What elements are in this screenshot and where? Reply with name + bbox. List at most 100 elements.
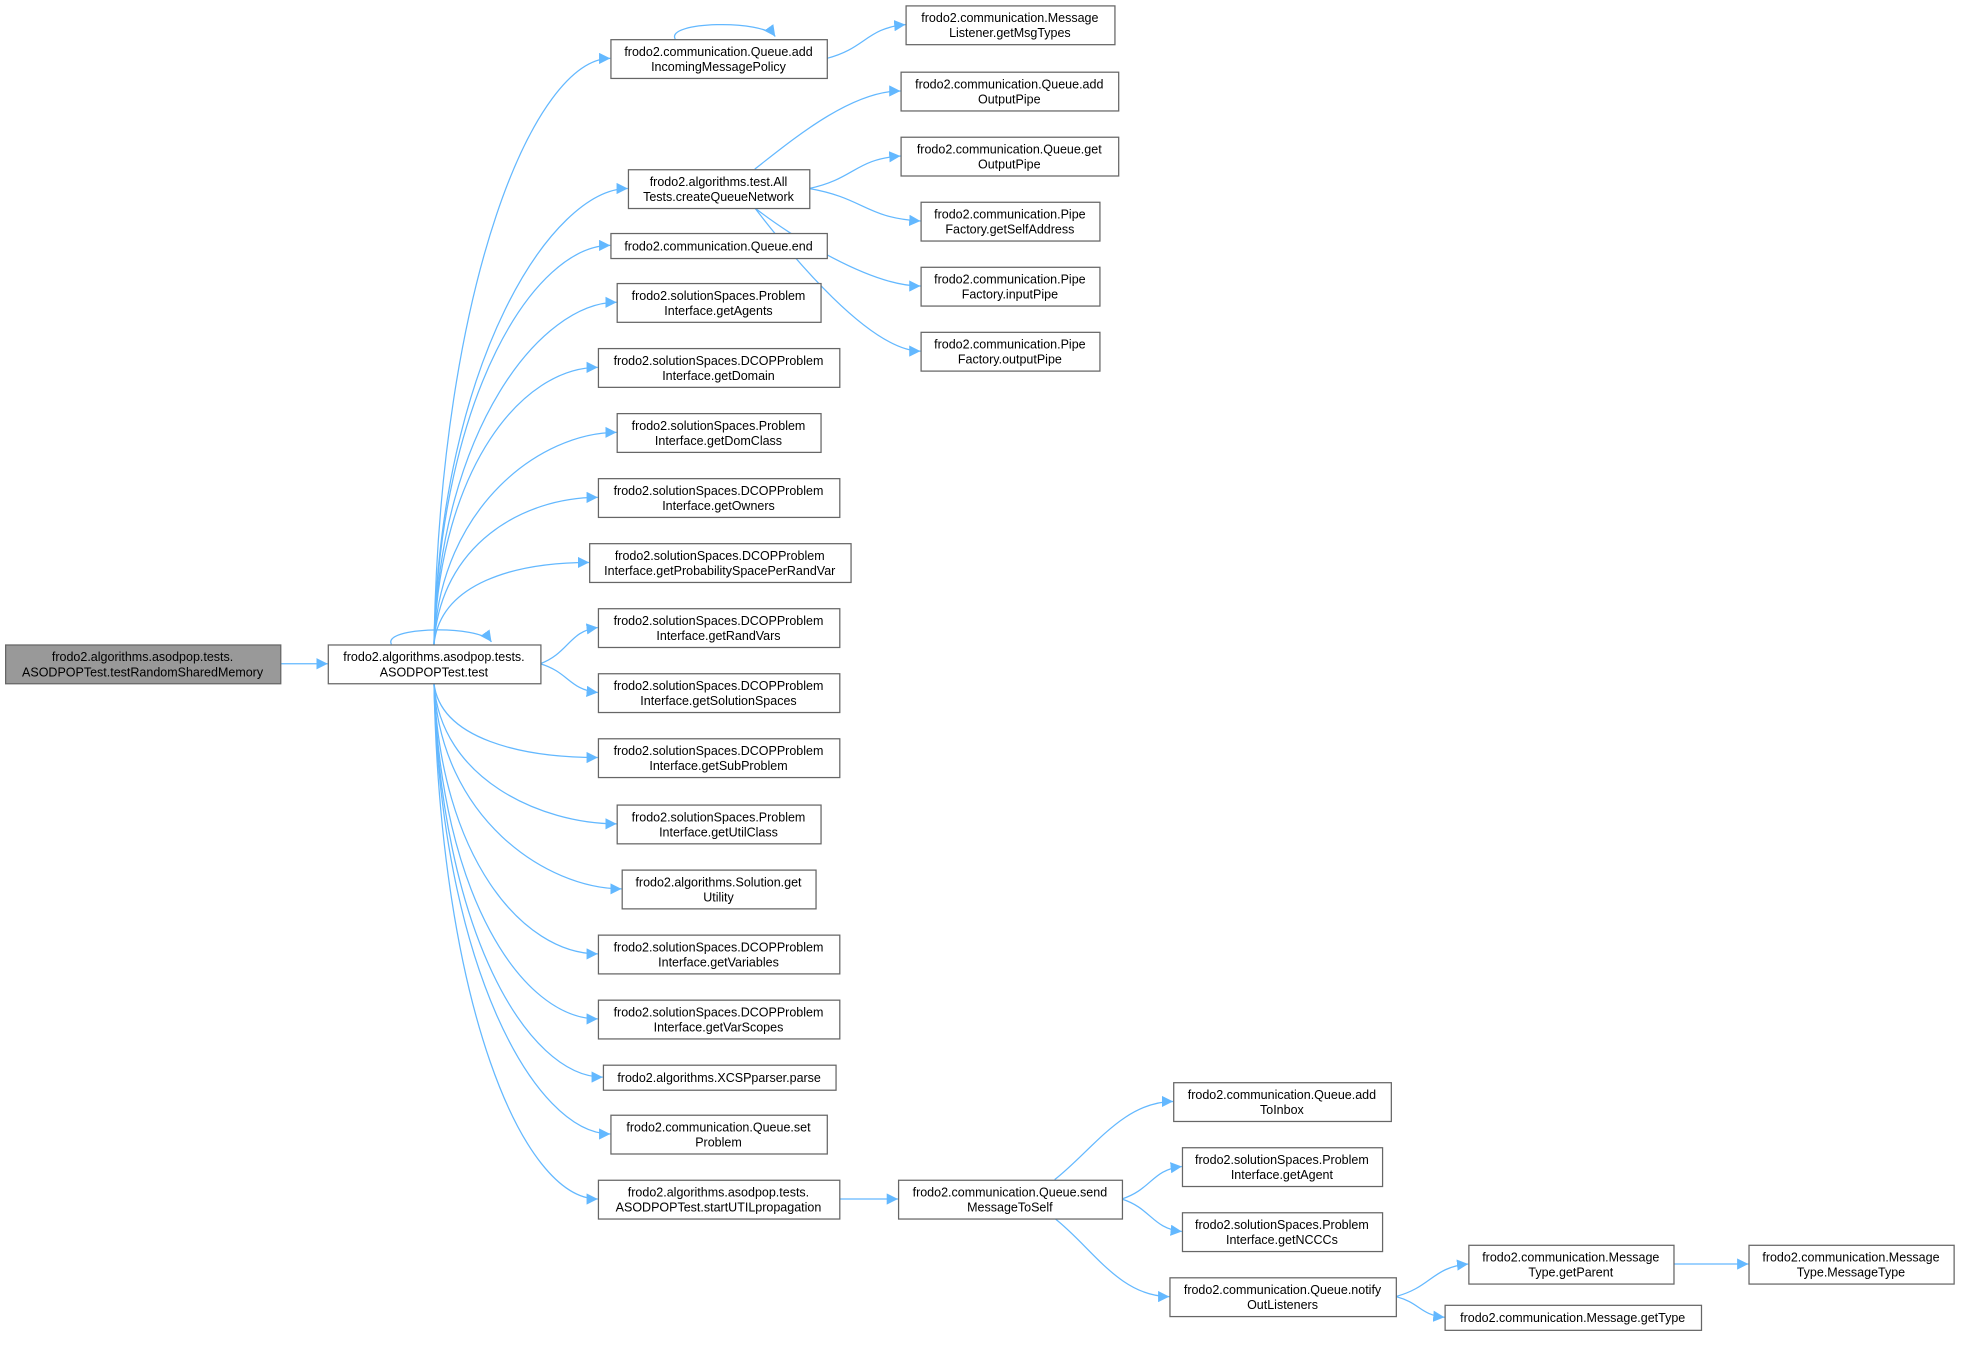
node-b5[interactable]: frodo2.communication.PipeFactory.inputPi… [920, 266, 1101, 307]
node-b7[interactable]: frodo2.communication.Queue.sendMessageTo… [897, 1179, 1124, 1220]
node-label: frodo2.communication.Queue.add [624, 45, 812, 59]
node-a7[interactable]: frodo2.solutionSpaces.DCOPProblemInterfa… [597, 478, 841, 519]
edge-a2-to-b3 [809, 151, 901, 190]
edge-n1-to-a1 [433, 52, 611, 645]
node-label: Interface.getVariables [658, 955, 779, 969]
node-a4[interactable]: frodo2.solutionSpaces.ProblemInterface.g… [616, 282, 822, 323]
node-label: Interface.getAgent [1231, 1168, 1334, 1182]
node-d1[interactable]: frodo2.communication.MessageType.getPare… [1468, 1244, 1675, 1285]
node-box [920, 266, 1101, 307]
edge-n1-to-a3 [433, 239, 611, 645]
node-label: ASODPOPTest.startUTILpropagation [616, 1201, 822, 1215]
node-label: Problem [695, 1135, 742, 1149]
node-a12[interactable]: frodo2.solutionSpaces.ProblemInterface.g… [616, 804, 822, 845]
node-label: Factory.outputPipe [958, 353, 1062, 367]
node-a9[interactable]: frodo2.solutionSpaces.DCOPProblemInterfa… [597, 608, 841, 649]
node-label: Type.MessageType [1797, 1266, 1905, 1280]
edge-n1-to-a17 [433, 683, 611, 1140]
node-label: Interface.getSubProblem [649, 759, 787, 773]
node-label: Interface.getVarScopes [654, 1020, 784, 1034]
node-a6[interactable]: frodo2.solutionSpaces.ProblemInterface.g… [616, 412, 822, 454]
node-a18[interactable]: frodo2.algorithms.asodpop.tests.ASODPOPT… [597, 1179, 841, 1220]
node-box [597, 347, 841, 388]
node-label: frodo2.solutionSpaces.DCOPProblem [614, 744, 824, 758]
node-n0[interactable]: frodo2.algorithms.asodpop.tests.ASODPOPT… [5, 644, 282, 685]
edge-c4-to-d1 [1395, 1259, 1469, 1298]
node-box [610, 232, 828, 260]
node-label: frodo2.solutionSpaces.Problem [632, 289, 806, 303]
node-label: frodo2.algorithms.Solution.get [635, 875, 802, 889]
edge-n1-to-a8 [433, 556, 590, 645]
node-box [1181, 1212, 1384, 1253]
node-label: ToInbox [1260, 1103, 1305, 1117]
edge-n1-to-a13 [433, 683, 622, 895]
node-label: OutputPipe [978, 157, 1041, 171]
node-box [897, 1179, 1124, 1220]
node-box [597, 738, 841, 779]
node-label: IncomingMessagePolicy [651, 60, 787, 74]
node-a16[interactable]: frodo2.algorithms.XCSPparser.parse [602, 1064, 837, 1091]
node-box [920, 201, 1101, 242]
node-box [597, 478, 841, 519]
node-label: Listener.getMsgTypes [949, 26, 1071, 40]
node-label: frodo2.communication.Queue.notify [1184, 1283, 1382, 1297]
node-label: frodo2.communication.Queue.add [1188, 1088, 1376, 1102]
node-c2[interactable]: frodo2.solutionSpaces.ProblemInterface.g… [1181, 1147, 1384, 1188]
node-a10[interactable]: frodo2.solutionSpaces.DCOPProblemInterfa… [597, 673, 841, 714]
node-label: frodo2.communication.Queue.end [624, 239, 812, 253]
edge-n1-to-a18 [433, 683, 598, 1205]
node-a8[interactable]: frodo2.solutionSpaces.DCOPProblemInterfa… [589, 543, 852, 584]
node-box [627, 169, 811, 210]
node-label: frodo2.communication.Pipe [934, 338, 1086, 352]
node-c4[interactable]: frodo2.communication.Queue.notifyOutList… [1169, 1277, 1397, 1318]
node-d2[interactable]: frodo2.communication.Message.getType [1444, 1304, 1703, 1331]
node-a5[interactable]: frodo2.solutionSpaces.DCOPProblemInterfa… [597, 347, 841, 388]
node-a11[interactable]: frodo2.solutionSpaces.DCOPProblemInterfa… [597, 738, 841, 779]
node-a14[interactable]: frodo2.solutionSpaces.DCOPProblemInterfa… [597, 934, 841, 975]
node-e1[interactable]: frodo2.communication.MessageType.Message… [1748, 1244, 1955, 1285]
edge-n1-to-a12 [433, 683, 617, 830]
node-label: frodo2.communication.Pipe [934, 273, 1086, 287]
edge-b7-to-c1 [1054, 1095, 1174, 1181]
node-label: Utility [703, 890, 734, 904]
edge-c4-to-d2 [1395, 1295, 1445, 1322]
edge-n1-to-n1 [390, 629, 493, 645]
node-label: Interface.getDomain [662, 369, 775, 383]
node-label: frodo2.communication.Message [1482, 1251, 1659, 1265]
node-box [1181, 1147, 1384, 1188]
node-label: frodo2.solutionSpaces.DCOPProblem [614, 940, 824, 954]
node-label: Interface.getNCCCs [1226, 1233, 1338, 1247]
node-a15[interactable]: frodo2.solutionSpaces.DCOPProblemInterfa… [597, 999, 841, 1040]
node-b6[interactable]: frodo2.communication.PipeFactory.outputP… [920, 331, 1101, 372]
node-box [900, 136, 1120, 177]
node-label: Factory.inputPipe [962, 288, 1058, 302]
node-label: frodo2.solutionSpaces.DCOPProblem [614, 679, 824, 693]
node-b1[interactable]: frodo2.communication.MessageListener.get… [905, 5, 1116, 46]
node-a3[interactable]: frodo2.communication.Queue.end [610, 232, 828, 260]
node-label: frodo2.solutionSpaces.Problem [632, 810, 806, 824]
node-a2[interactable]: frodo2.algorithms.test.AllTests.createQu… [627, 169, 811, 210]
node-box [597, 934, 841, 975]
node-box [920, 331, 1101, 372]
node-n1[interactable]: frodo2.algorithms.asodpop.tests.ASODPOPT… [327, 644, 542, 685]
node-box [616, 412, 822, 454]
node-box [1444, 1304, 1703, 1331]
node-a1[interactable]: frodo2.communication.Queue.addIncomingMe… [610, 39, 828, 80]
node-c3[interactable]: frodo2.solutionSpaces.ProblemInterface.g… [1181, 1212, 1384, 1253]
edges-layer [280, 20, 1749, 1322]
node-box [900, 71, 1120, 112]
edge-a1-to-a1 [674, 24, 776, 40]
nodes-layer: frodo2.algorithms.asodpop.tests. ASODPOPT… [5, 5, 1955, 1331]
node-label: OutputPipe [978, 92, 1041, 106]
node-label: frodo2.algorithms.asodpop.tests. [343, 650, 524, 664]
node-label: Interface.getRandVars [656, 629, 780, 643]
node-b4[interactable]: frodo2.communication.PipeFactory.getSelf… [920, 201, 1101, 242]
node-box [610, 39, 828, 80]
node-box [905, 5, 1116, 46]
node-label: frodo2.communication.Queue.send [913, 1186, 1108, 1200]
